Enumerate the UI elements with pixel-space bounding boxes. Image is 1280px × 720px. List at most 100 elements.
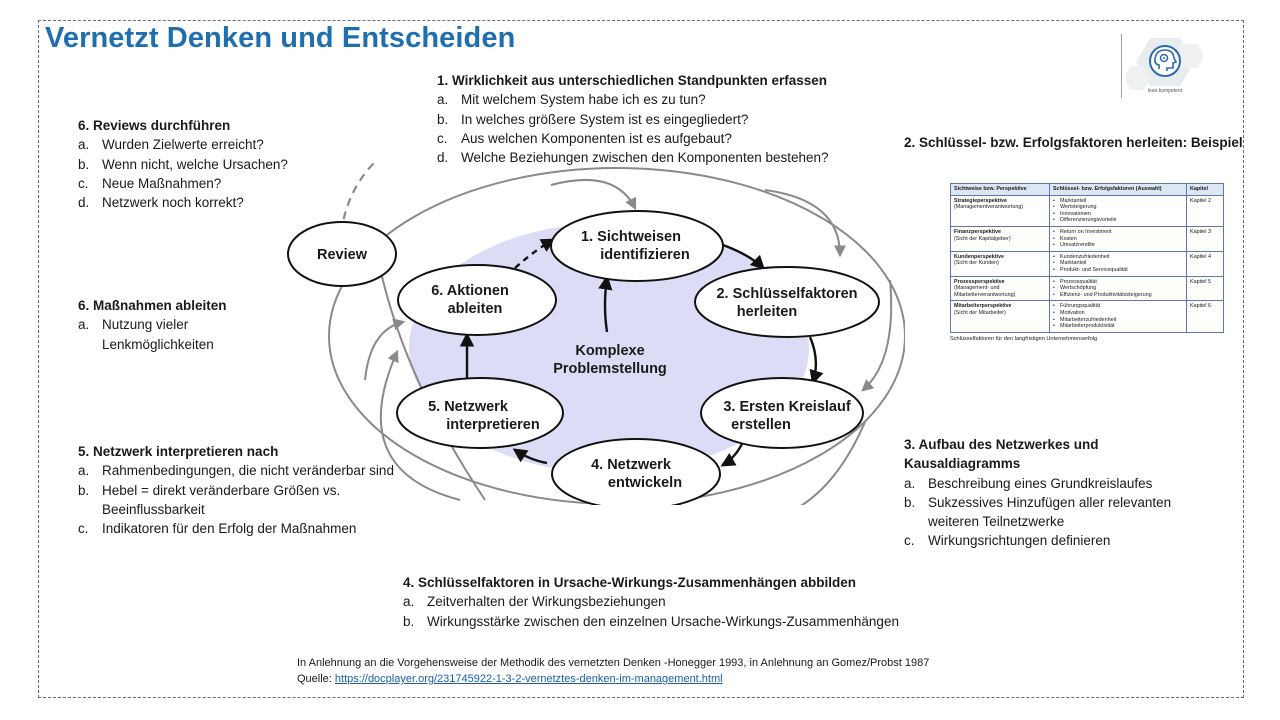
list-text: In welches größere System ist es eingegl… bbox=[461, 111, 749, 127]
list-item: c.Wirkungsrichtungen definieren bbox=[904, 531, 1171, 550]
step6-measures-heading: 6. Maßnahmen ableiten bbox=[78, 298, 227, 313]
list-item: a.Nutzung vieler bbox=[78, 315, 227, 334]
footer-reference: In Anlehnung an die Vorgehensweise der M… bbox=[297, 657, 930, 669]
list-marker: a. bbox=[78, 137, 90, 153]
factor-list: Kundenzufriedenheit Marktanteil Produkt-… bbox=[1053, 254, 1183, 274]
table-row: Finanzperspektive(Sicht der Kapitalgeber… bbox=[950, 225, 1224, 252]
feedback-arrow-3 bbox=[861, 279, 893, 392]
list-item: c. Neue Maßnahmen? bbox=[78, 174, 288, 193]
table-cell-perspective: Prozessperspektive bbox=[954, 278, 1005, 285]
factor-item: Prozessqualität bbox=[1053, 279, 1183, 286]
table-header: Schlüssel- bzw. Erfolgsfaktoren (Auswahl… bbox=[1049, 183, 1187, 196]
factor-item: Differenzierungsvorteile bbox=[1053, 217, 1183, 224]
table-caption: Schlüsselfaktoren für den langfristigen … bbox=[950, 335, 1098, 342]
footer: In Anlehnung an die Vorgehensweise der M… bbox=[297, 655, 929, 687]
list-marker: b. bbox=[78, 156, 90, 172]
factor-list: Marktanteil Wertsteigerung Innovationen … bbox=[1053, 198, 1183, 224]
list-marker: b. bbox=[904, 494, 916, 510]
step3-heading-line1: 3. Aufbau des Netzwerkes und bbox=[904, 437, 1099, 452]
table-header-row: Sichtweise bzw. Perspektive Schlüssel- b… bbox=[950, 183, 1224, 196]
node-6-line2: ableiten bbox=[448, 301, 503, 317]
list-marker: a. bbox=[904, 475, 916, 491]
node-kreislauf bbox=[700, 377, 864, 449]
table-cell-chapter: Kapitel 3 bbox=[1186, 225, 1224, 252]
table-row: Kundenperspektive(Sicht der Kunden) Kund… bbox=[950, 250, 1224, 277]
list-text: Wenn nicht, welche Ursachen? bbox=[102, 156, 288, 172]
table-cell-chapter: Kapitel 2 bbox=[1186, 194, 1224, 227]
factor-item: Führungsqualität bbox=[1053, 303, 1183, 310]
step6-reviews-heading: 6. Reviews durchführen bbox=[78, 118, 231, 133]
list-text: Aus welchen Komponenten ist es aufgebaut… bbox=[461, 130, 732, 146]
list-text: Welche Beziehungen zwischen den Komponen… bbox=[461, 150, 829, 166]
list-text: Sukzessives Hinzufügen aller relevanten bbox=[928, 494, 1172, 510]
factor-item: Umsatzrendite bbox=[1053, 242, 1183, 249]
example-table: Sichtweise bzw. Perspektive Schlüssel- b… bbox=[950, 183, 1226, 389]
feedback-arrow-5 bbox=[379, 349, 461, 501]
cycle-arrow-3-4 bbox=[720, 441, 745, 467]
page-title: Vernetzt Denken und Entscheiden bbox=[45, 22, 516, 54]
list-text: Beschreibung eines Grundkreislaufes bbox=[928, 475, 1153, 491]
list-item: a. Beschreibung eines Grundkreislaufes bbox=[904, 474, 1171, 493]
list-marker: d. bbox=[437, 150, 449, 166]
list-marker: b. bbox=[78, 482, 90, 498]
table-cell-chapter: Kapitel 6 bbox=[1186, 300, 1224, 333]
table-cell-sub: (Sicht der Kapitalgeber) bbox=[954, 235, 1011, 242]
node-2-line2: herleiten bbox=[737, 304, 797, 320]
list-text: Mit welchem System habe ich es zu tun? bbox=[461, 92, 706, 108]
list-text: Netzwerk noch korrekt? bbox=[102, 195, 244, 211]
table-cell-sub: (Managementverantwortung) bbox=[954, 204, 1024, 211]
table-cell-chapter: Kapitel 5 bbox=[1186, 275, 1224, 302]
feedback-arrow-4 bbox=[800, 421, 866, 505]
node-netzwerk-interpretieren bbox=[396, 377, 564, 449]
table-row: Strategieperspektive(Managementverantwor… bbox=[950, 194, 1224, 227]
logo-caption: lean.kompetent bbox=[1147, 88, 1183, 94]
list-item: c. Aus welchen Komponenten ist es aufgeba… bbox=[437, 129, 829, 148]
list-text: Rahmenbedingungen, die nicht veränderbar… bbox=[102, 463, 394, 479]
list-text-continued: weiteren Teilnetzwerke bbox=[928, 514, 1065, 530]
step3-block: 3. Aufbau des Netzwerkes und Kausaldiagr… bbox=[904, 435, 1171, 551]
list-marker: d. bbox=[78, 195, 90, 211]
list-text: Hebel = direkt veränderbare Größen vs. bbox=[102, 482, 341, 498]
review-dashed-line bbox=[339, 161, 376, 234]
center-arrow bbox=[598, 275, 613, 333]
node-3-line2: erstellen bbox=[731, 417, 791, 433]
list-item: c.Indikatoren für den Erfolg der Maßnahm… bbox=[78, 519, 394, 538]
list-marker: c. bbox=[437, 130, 448, 146]
node-1-line2: identifizieren bbox=[600, 247, 689, 263]
node-netzwerk-entwickeln bbox=[551, 438, 721, 505]
node-5-line2: interpretieren bbox=[446, 417, 539, 433]
footer-source: Quelle: https://docplayer.org/231745922-… bbox=[297, 671, 929, 687]
factor-item: Mitarbeiterzufriedenheit bbox=[1053, 317, 1183, 324]
center-label-line1: Komplexe bbox=[575, 343, 644, 359]
review-label: Review bbox=[317, 247, 368, 263]
list-marker: c. bbox=[78, 175, 89, 191]
list-marker: a. bbox=[437, 92, 449, 108]
list-item: a.Zeitverhalten der Wirkungsbeziehungen bbox=[403, 592, 899, 611]
slide-frame bbox=[38, 20, 1244, 698]
success-factors-table: Sichtweise bzw. Perspektive Schlüssel- b… bbox=[950, 183, 1224, 333]
feedback-arrow-6 bbox=[364, 318, 406, 381]
node-4-line1: 4. Netzwerk bbox=[591, 457, 672, 473]
list-marker: a. bbox=[403, 594, 415, 610]
table-row: Prozessperspektive(Management- und Mitar… bbox=[950, 275, 1224, 302]
list-marker: b. bbox=[403, 613, 415, 629]
node-schluesselfaktoren bbox=[694, 266, 880, 338]
factor-item: Produkt- und Servicequalität bbox=[1053, 267, 1183, 274]
node-2-line1: 2. Schlüsselfaktoren bbox=[716, 286, 857, 302]
table-cell-sub: (Management- und Mitarbeiterverantwortun… bbox=[954, 285, 1016, 298]
factor-list: Prozessqualität Wertschöpfung Effizienz-… bbox=[1053, 279, 1183, 299]
node-6-line1: 6. Aktionen bbox=[431, 283, 509, 299]
factor-item: Kosten bbox=[1053, 236, 1183, 243]
factor-item: Innovationen bbox=[1053, 211, 1183, 218]
cycle-diagram: Komplexe Problemstellung Review 1. Sicht… bbox=[287, 161, 905, 505]
node-5-line1: 5. Netzwerk bbox=[428, 399, 509, 415]
table-cell-sub: (Sicht der Kunden) bbox=[954, 260, 999, 267]
logo: lean.kompetent bbox=[1124, 36, 1204, 98]
list-text: Wirkungsrichtungen definieren bbox=[928, 533, 1111, 549]
feedback-arrow-1 bbox=[550, 178, 637, 211]
list-text: Neue Maßnahmen? bbox=[102, 175, 222, 191]
review-arrow bbox=[379, 267, 486, 501]
source-link[interactable]: https://docplayer.org/231745922-1-3-2-ve… bbox=[334, 673, 723, 685]
step2-block: 2. Schlüssel- bzw. Erfolgsfaktoren herle… bbox=[904, 133, 1243, 152]
logo-divider bbox=[1121, 34, 1122, 98]
